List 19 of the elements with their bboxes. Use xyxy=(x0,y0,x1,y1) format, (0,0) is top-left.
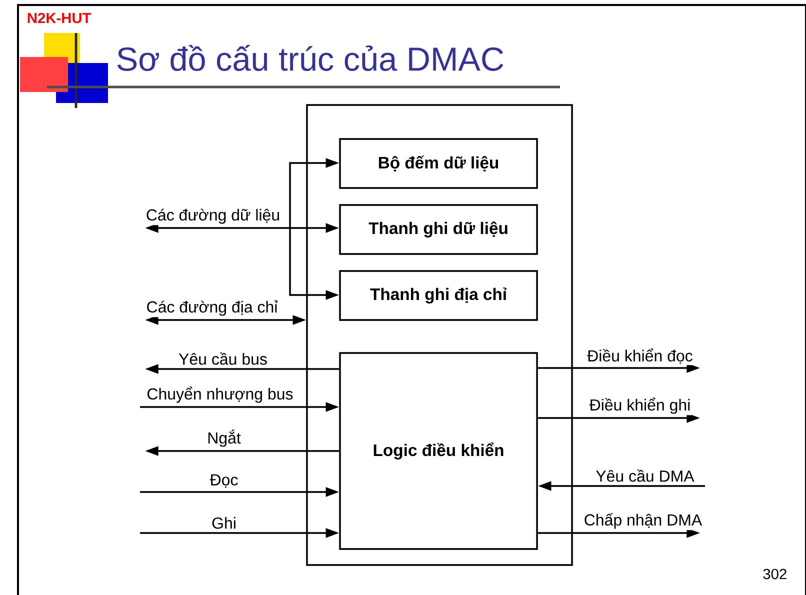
slide-title: Sơ đồ cấu trúc của DMAC xyxy=(117,45,504,71)
signal-label: Đọc xyxy=(208,473,240,490)
signal-label: Điều khiển ghi xyxy=(588,396,692,416)
register-box: Bộ đếm dữ liệu xyxy=(339,138,538,189)
signal-label: Chuyển nhượng bus xyxy=(145,385,295,404)
signal-label: Ghi xyxy=(210,516,238,530)
register-box: Thanh ghi dữ liệu xyxy=(339,204,538,255)
watermark-text: N2K-HUT xyxy=(28,12,92,24)
page-number: 302 xyxy=(763,568,786,580)
signal-label: Các đường địa chỉ xyxy=(144,299,280,318)
signal-label: Ngắt xyxy=(206,428,242,448)
register-box: Thanh ghi địa chỉ xyxy=(339,270,538,321)
logic-box: Logic điều khiển xyxy=(339,352,538,550)
signal-label: Yêu cầu bus xyxy=(177,351,269,366)
signal-label: Điều khiển đọc xyxy=(586,347,694,366)
signal-label: Yêu cầu DMA xyxy=(594,468,696,484)
signal-label: Chấp nhận DMA xyxy=(582,512,704,530)
signal-label: Các đường dữ liệu xyxy=(144,207,282,226)
controller-box xyxy=(306,104,573,566)
